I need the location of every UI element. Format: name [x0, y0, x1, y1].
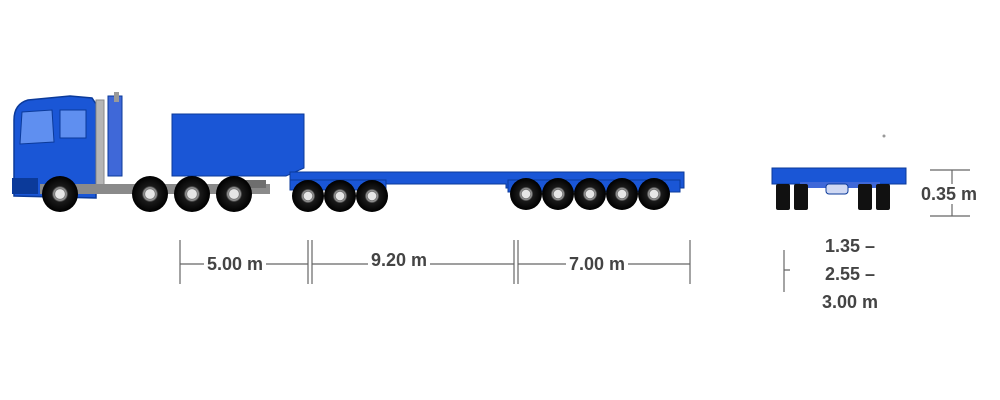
dim-width-line-3: 3.00 m — [790, 288, 910, 316]
rear-view-marker — [882, 134, 886, 138]
rear-bogie-wheel-2-hub — [552, 188, 564, 200]
middle-bogie-wheel-2-hub — [334, 190, 346, 202]
dim-label-rear-deck: 7.00 m — [566, 254, 629, 274]
dim-width-line-2: 2.55 – — [790, 260, 910, 288]
trailer-gooseneck — [171, 113, 305, 177]
dim-label-middle-deck: 9.20 m — [368, 250, 431, 270]
rear-bogie-wheel-4-hub — [616, 188, 628, 200]
exhaust-stack — [95, 99, 105, 187]
rear-view-deck — [771, 167, 907, 185]
tractor-front-wheel-hub — [54, 188, 66, 200]
vehicle-wheels — [42, 176, 670, 212]
air-intake — [107, 95, 123, 177]
dim-label-gooseneck: 5.00 m — [204, 254, 267, 274]
rear-view-tire-right-inner — [858, 184, 872, 210]
tractor-drive-wheel-2-hub — [186, 188, 198, 200]
middle-bogie-wheel-3-hub — [366, 190, 378, 202]
cab-side-window — [59, 109, 87, 139]
rear-view-hub — [825, 183, 849, 195]
tractor-drive-wheel-1-hub — [144, 188, 156, 200]
rear-bogie-wheel-3-hub — [584, 188, 596, 200]
tractor-drive-wheel-3-hub — [228, 188, 240, 200]
dim-width-line-1: 1.35 – — [790, 232, 910, 260]
rear-bogie-wheel-5-hub — [648, 188, 660, 200]
trailer-rear-view — [771, 134, 907, 210]
dim-label-width: 1.35 – 2.55 – 3.00 m — [790, 232, 910, 316]
fifth-wheel — [236, 180, 266, 188]
cab-bumper — [12, 178, 38, 194]
rear-view-tire-left-outer — [776, 184, 790, 210]
cab-windshield — [19, 109, 55, 145]
exhaust-pipe — [114, 92, 119, 102]
middle-bogie-wheel-1-hub — [302, 190, 314, 202]
rear-view-tire-left-inner — [794, 184, 808, 210]
rear-view-tire-right-outer — [876, 184, 890, 210]
rear-bogie-wheel-1-hub — [520, 188, 532, 200]
dim-label-deck-height: 0.35 m — [918, 184, 981, 204]
